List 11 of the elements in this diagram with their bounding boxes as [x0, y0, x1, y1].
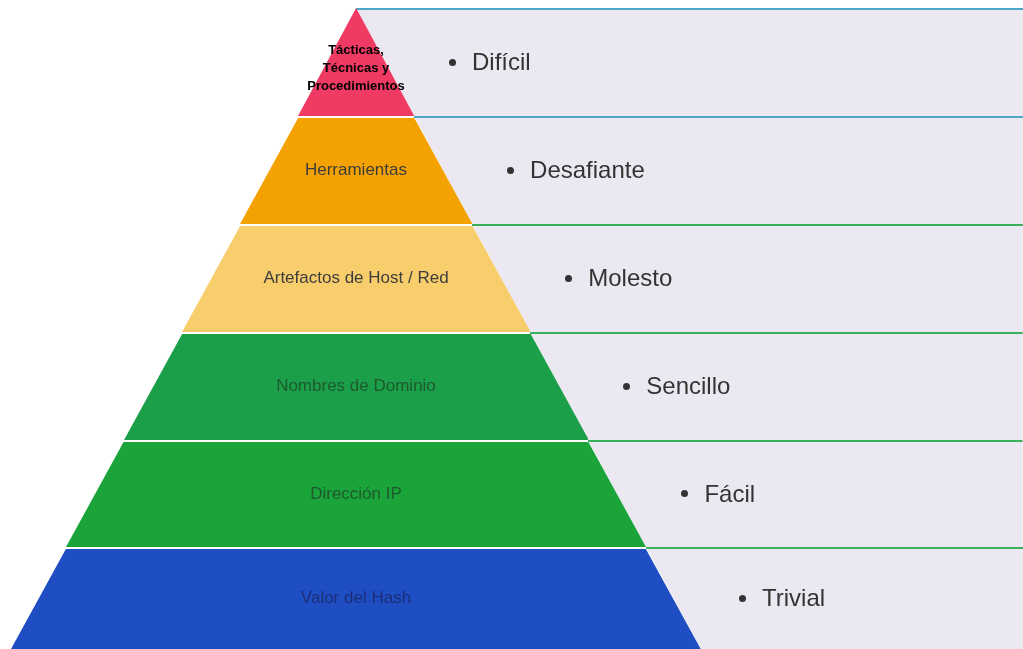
level-label: Herramientas	[304, 159, 407, 181]
level-label: Valor del Hash	[300, 587, 412, 609]
difficulty-label: Desafiante	[530, 155, 645, 185]
level-label: Nombres de Dominio	[276, 375, 436, 397]
difficulty-label: Difícil	[472, 47, 531, 77]
difficulty-label: Molesto	[588, 263, 673, 293]
difficulty-label: Fácil	[704, 478, 756, 509]
difficulty-label: Sencillo	[646, 371, 731, 401]
level-label: Dirección IP	[310, 482, 402, 505]
difficulty-label: Trivial	[761, 583, 826, 613]
level-label: Artefactos de Host / Red	[263, 267, 449, 289]
